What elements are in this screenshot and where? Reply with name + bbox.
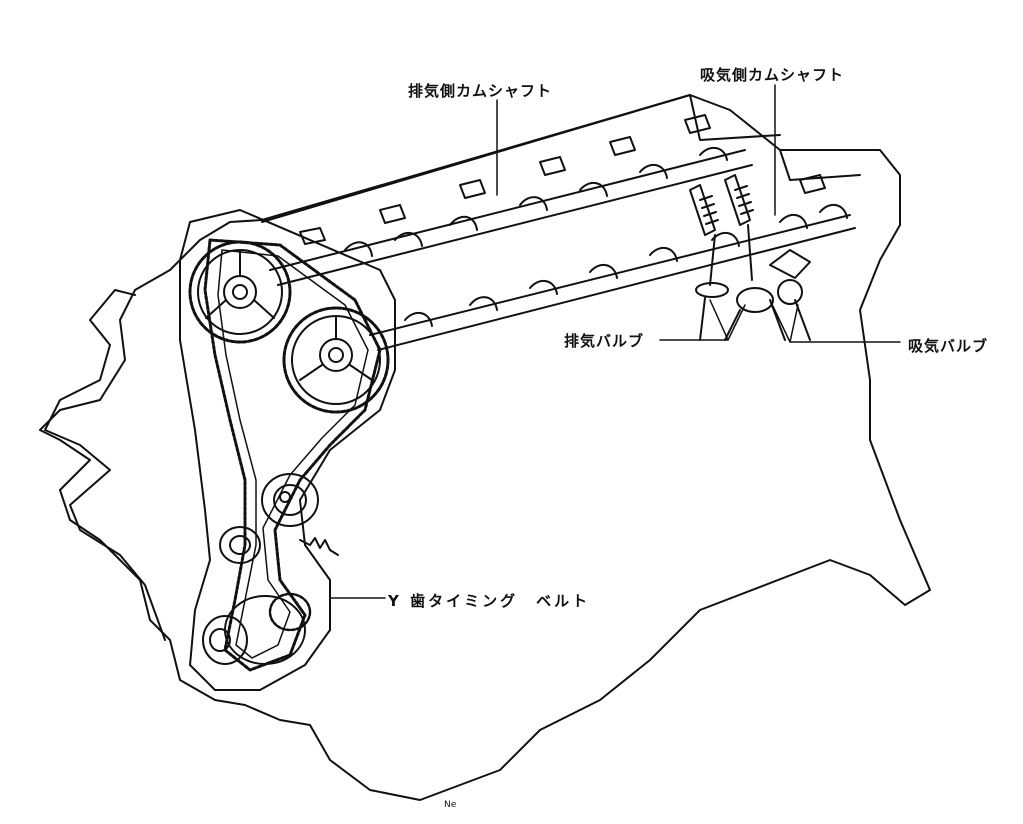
belt-idler-pulley <box>261 473 319 527</box>
exhaust-valve-label: 排気バルブ <box>564 332 645 350</box>
page-mark: Ne <box>444 800 457 810</box>
timing-belt <box>203 238 382 672</box>
exhaust-camshaft <box>269 114 826 286</box>
engine-block-outline <box>39 94 931 801</box>
timing-belt-label: Y 歯タイミング ベルト <box>388 592 591 610</box>
crank-pulley <box>202 592 312 665</box>
belt-tensioner-pulley <box>219 526 261 564</box>
intake-camshaft-label: 吸気側カムシャフト <box>700 66 845 84</box>
exhaust-cam-pulley <box>188 240 292 344</box>
timing-cover-outline <box>179 209 396 691</box>
intake-camshaft <box>369 203 856 351</box>
intake-cam-pulley <box>282 306 390 414</box>
fan-silhouette <box>44 289 166 641</box>
leader-lines <box>329 84 901 599</box>
intake-valve-label: 吸気バルブ <box>908 337 989 355</box>
valve-assembly <box>689 174 811 341</box>
exhaust-camshaft-label: 排気側カムシャフト <box>408 82 553 100</box>
tensioner-spring <box>299 537 339 556</box>
